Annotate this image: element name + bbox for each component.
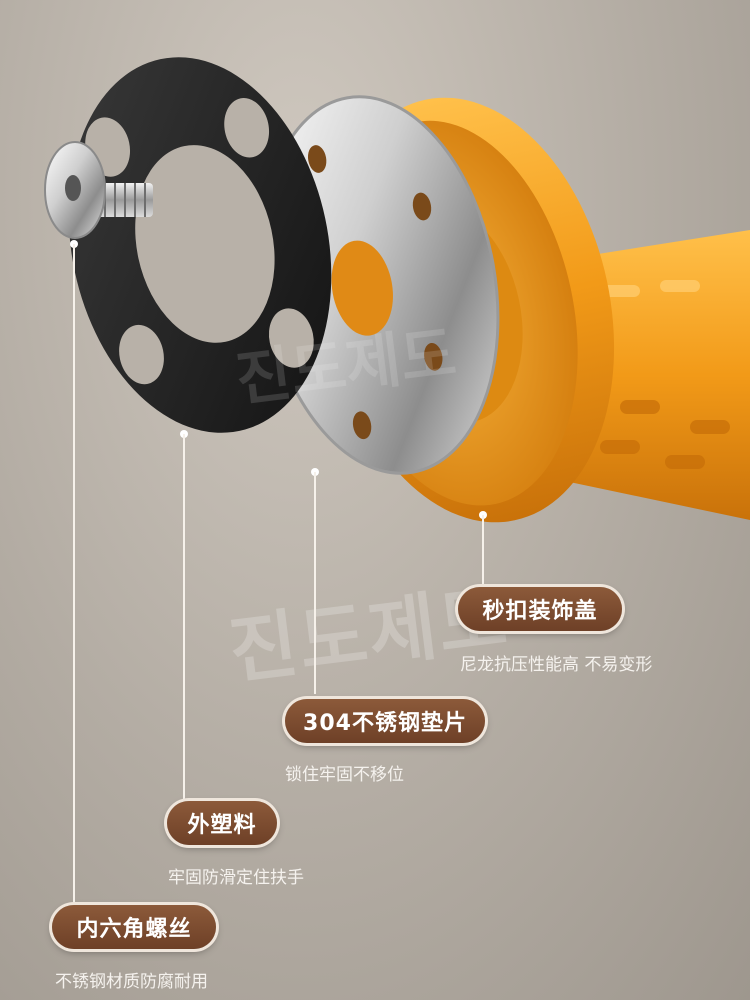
hex-bolt — [44, 141, 153, 239]
callout-title-cap: 秒扣装饰盖 — [458, 587, 622, 631]
leader-line — [183, 434, 185, 799]
leader-line — [314, 472, 316, 694]
callout-desc-plastic: 牢固防滑定住扶手 — [168, 868, 304, 888]
callout-title-bolt: 内六角螺丝 — [52, 905, 216, 949]
callout-title-plastic: 外塑料 — [167, 801, 277, 845]
callout-title-washer: 304不锈钢垫片 — [285, 699, 485, 743]
plastic-ring — [68, 57, 332, 433]
leader-line — [73, 244, 75, 905]
callout-desc-bolt: 不锈钢材质防腐耐用 — [55, 972, 208, 992]
leader-line — [482, 515, 484, 590]
callout-desc-cap: 尼龙抗压性能高 不易变形 — [460, 655, 653, 675]
callout-desc-washer: 锁住牢固不移位 — [285, 765, 404, 785]
